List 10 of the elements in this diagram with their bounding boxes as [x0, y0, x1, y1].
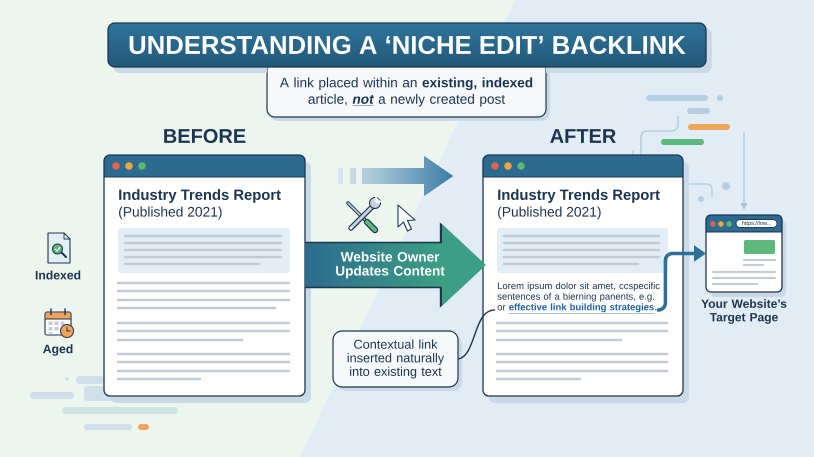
- section-heading: AFTER: [550, 129, 616, 143]
- icon-caption: Aged: [43, 344, 72, 356]
- subtitle-box: A link placed within an existing, indexed article, not a newly created post: [266, 66, 550, 121]
- section-heading: BEFORE: [164, 128, 246, 144]
- leader-line: [458, 309, 496, 360]
- title-banner: UNDERSTANDING A ‘NICHE EDIT’ BACKLINK: [107, 22, 712, 73]
- icon-caption: Indexed: [36, 270, 80, 280]
- page-caption: Your Website’s Target Page: [701, 299, 786, 324]
- callout-box: Contextual link inserted naturally into existing text: [332, 330, 462, 391]
- edge-label: Website Owner Updates Content: [336, 252, 445, 278]
